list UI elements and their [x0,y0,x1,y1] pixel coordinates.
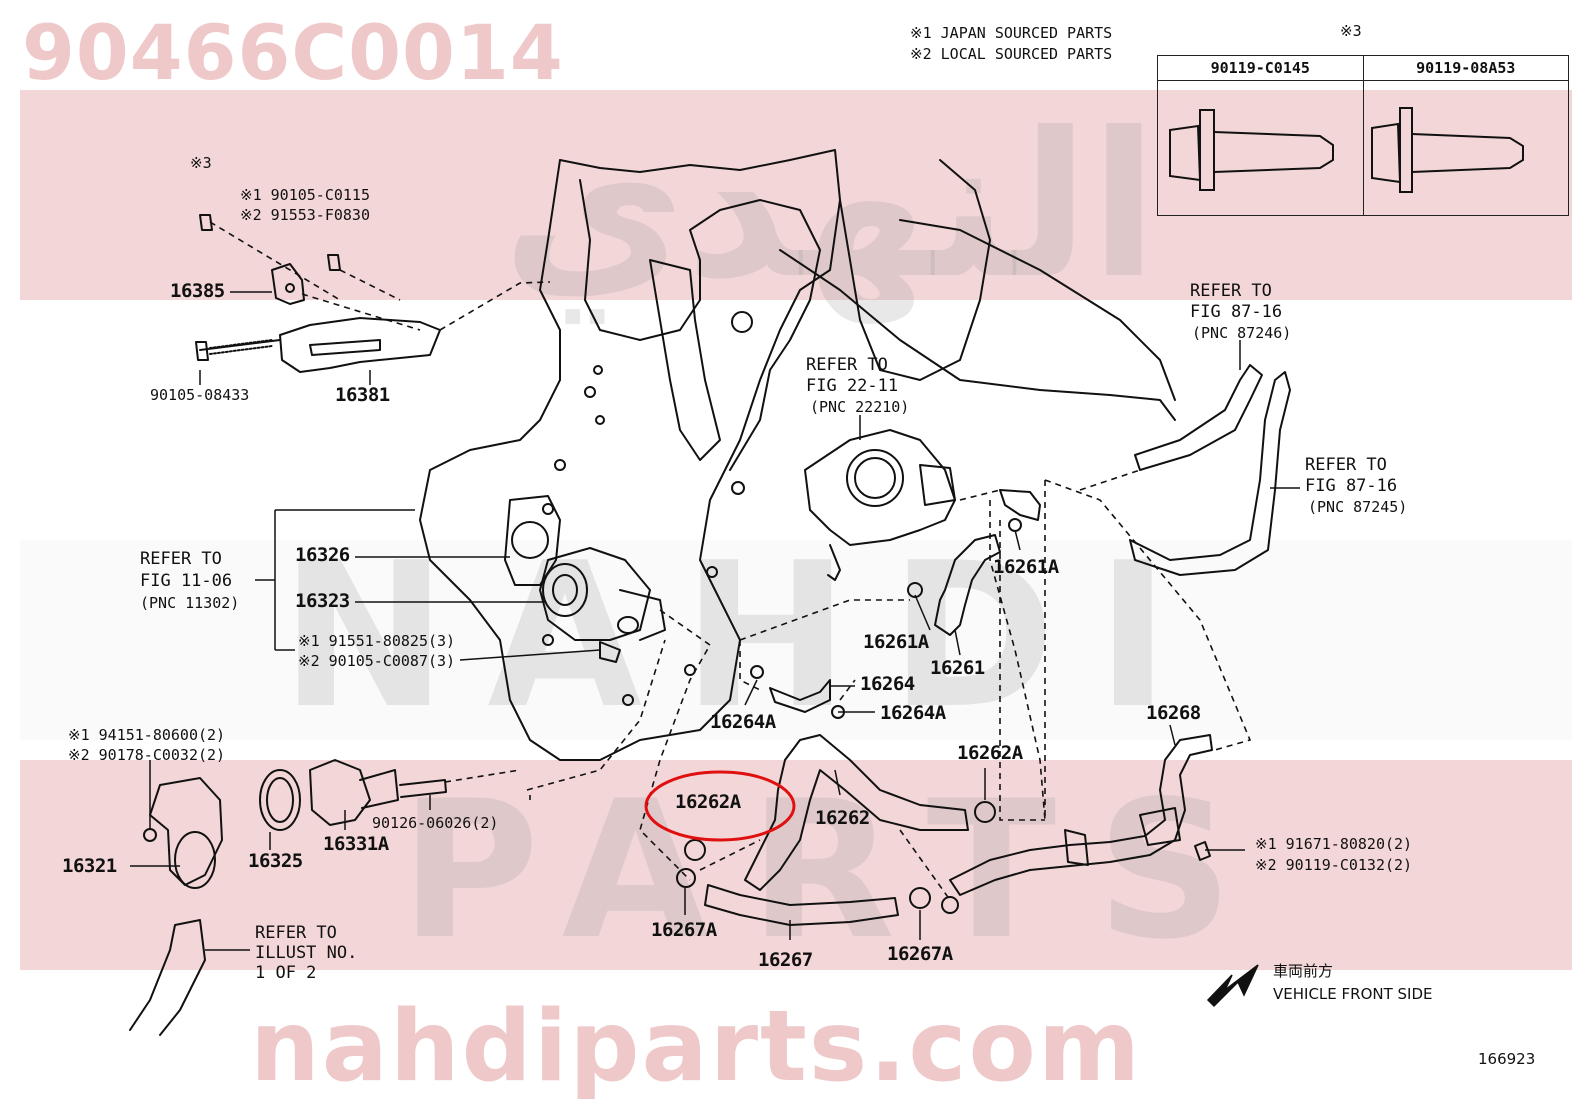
throttle-body [804,429,956,546]
label-nut-local[interactable]: ※2 90105-C0087(3) [298,652,456,670]
ref-87245-line2[interactable]: FIG 87-16 [1305,476,1398,496]
hose-87245 [1129,371,1291,576]
label-16262[interactable]: 16262 [815,807,870,829]
label-16262A-right[interactable]: 16262A [957,742,1023,764]
bolt-table-mark: ※3 [1340,22,1362,40]
label-16267A-left[interactable]: 16267A [651,919,717,941]
bolt-image-2 [1362,80,1569,216]
label-16261A-right[interactable]: 16261A [993,556,1059,578]
front-arrow-icon [1206,964,1259,1008]
label-stud[interactable]: 90126-06026(2) [372,814,499,832]
ref-87246-line1: REFER TO [1190,281,1272,301]
ref-fig-11-06-line2[interactable]: FIG 11-06 [140,571,233,591]
label-16331A[interactable]: 16331A [323,833,389,855]
label-16325[interactable]: 16325 [248,850,303,872]
hose-16268 [949,734,1213,896]
ref-fig-22-11-line1: REFER TO [806,355,888,375]
ref-fig-11-06-line3: (PNC 11302) [140,594,240,612]
ref-87245-line3: (PNC 87245) [1308,498,1408,516]
label-clamp-local[interactable]: ※2 90119-C0132(2) [1255,856,1413,874]
plate-16385 [271,263,305,305]
ref-fig-22-11-line3: (PNC 22210) [810,398,910,416]
gasket-16325 [259,769,301,831]
timing-cover-body [419,159,841,761]
watermark-logo-nahdi: NAHDI [280,520,1210,753]
note-japan: ※1 JAPAN SOURCED PARTS [910,24,1113,42]
timing-cover-outline [559,149,991,381]
label-16381[interactable]: 16381 [335,384,390,406]
label-16268[interactable]: 16268 [1146,702,1201,724]
bolt-col-1[interactable]: 90119-C0145 [1157,55,1364,81]
label-16321[interactable]: 16321 [62,855,117,877]
bolt-image-1 [1157,80,1364,216]
gasket-16326 [504,495,561,586]
label-16264A-right[interactable]: 16264A [880,702,946,724]
front-label-en: VEHICLE FRONT SIDE [1273,985,1433,1003]
water-outlet-16321 [149,777,223,886]
ref-illust-line1: REFER TO [255,923,337,943]
watermark-band-mid [20,540,1572,740]
label-nut-jp[interactable]: ※1 91551-80825(3) [298,632,456,650]
label-16323[interactable]: 16323 [295,590,350,612]
hose-ref-illust [129,919,206,1036]
label-16261[interactable]: 16261 [930,657,985,679]
label-16264[interactable]: 16264 [860,673,915,695]
timing-cover-inner [579,179,821,471]
label-gasket-jp[interactable]: ※1 94151-80600(2) [68,726,226,744]
ref-illust-line2[interactable]: ILLUST NO. [255,943,358,963]
hose-87246 [1134,364,1263,471]
label-16262A-highlighted[interactable]: 16262A [675,791,741,813]
label-mark3: ※3 [190,154,212,172]
highlight-ring [644,770,796,842]
hose-16262 [744,734,969,891]
label-16267[interactable]: 16267 [758,949,813,971]
timing-cover-rib [649,259,721,461]
front-label-jp: 車両前方 [1273,962,1334,980]
ref-illust-line3: 1 OF 2 [255,963,317,983]
part-code-watermark: 90466C0014 [22,8,564,97]
water-inlet-16323 [539,547,651,641]
hose-16267 [704,884,899,926]
bracket-16381 [279,317,441,373]
ref-fig-22-11-line2[interactable]: FIG 22-11 [806,376,899,396]
label-16326[interactable]: 16326 [295,544,350,566]
ref-fig-11-06-line1: REFER TO [140,549,222,569]
note-local: ※2 LOCAL SOURCED PARTS [910,45,1113,63]
bolt-col-2[interactable]: 90119-08A53 [1362,55,1569,81]
label-16385[interactable]: 16385 [170,280,225,302]
thermostat-16331A [309,759,371,826]
label-bolt-jp[interactable]: ※1 90105-C0115 [240,186,370,204]
hose-16264 [769,679,831,713]
watermark-logo-parts: PARTS [400,760,1274,981]
label-90105-08433[interactable]: 90105-08433 [150,386,250,404]
label-clamp-jp[interactable]: ※1 91671-80820(2) [1255,835,1413,853]
hose-16261 [934,534,1001,636]
bolt-table: 90119-C0145 90119-08A53 [1157,55,1569,216]
ref-87246-line3: (PNC 87246) [1192,324,1292,342]
label-16264A-left[interactable]: 16264A [710,711,776,733]
watermark-band-bottom [20,760,1572,970]
site-watermark: nahdiparts.com [250,990,1142,1099]
label-bolt-local[interactable]: ※2 91553-F0830 [240,206,370,224]
ref-87245-line1: REFER TO [1305,455,1387,475]
label-gasket-local[interactable]: ※2 90178-C0032(2) [68,746,226,764]
label-16267A-right[interactable]: 16267A [887,943,953,965]
label-16261A-left[interactable]: 16261A [863,631,929,653]
ref-87246-line2[interactable]: FIG 87-16 [1190,302,1283,322]
illustration-number: 166923 [1478,1050,1536,1068]
